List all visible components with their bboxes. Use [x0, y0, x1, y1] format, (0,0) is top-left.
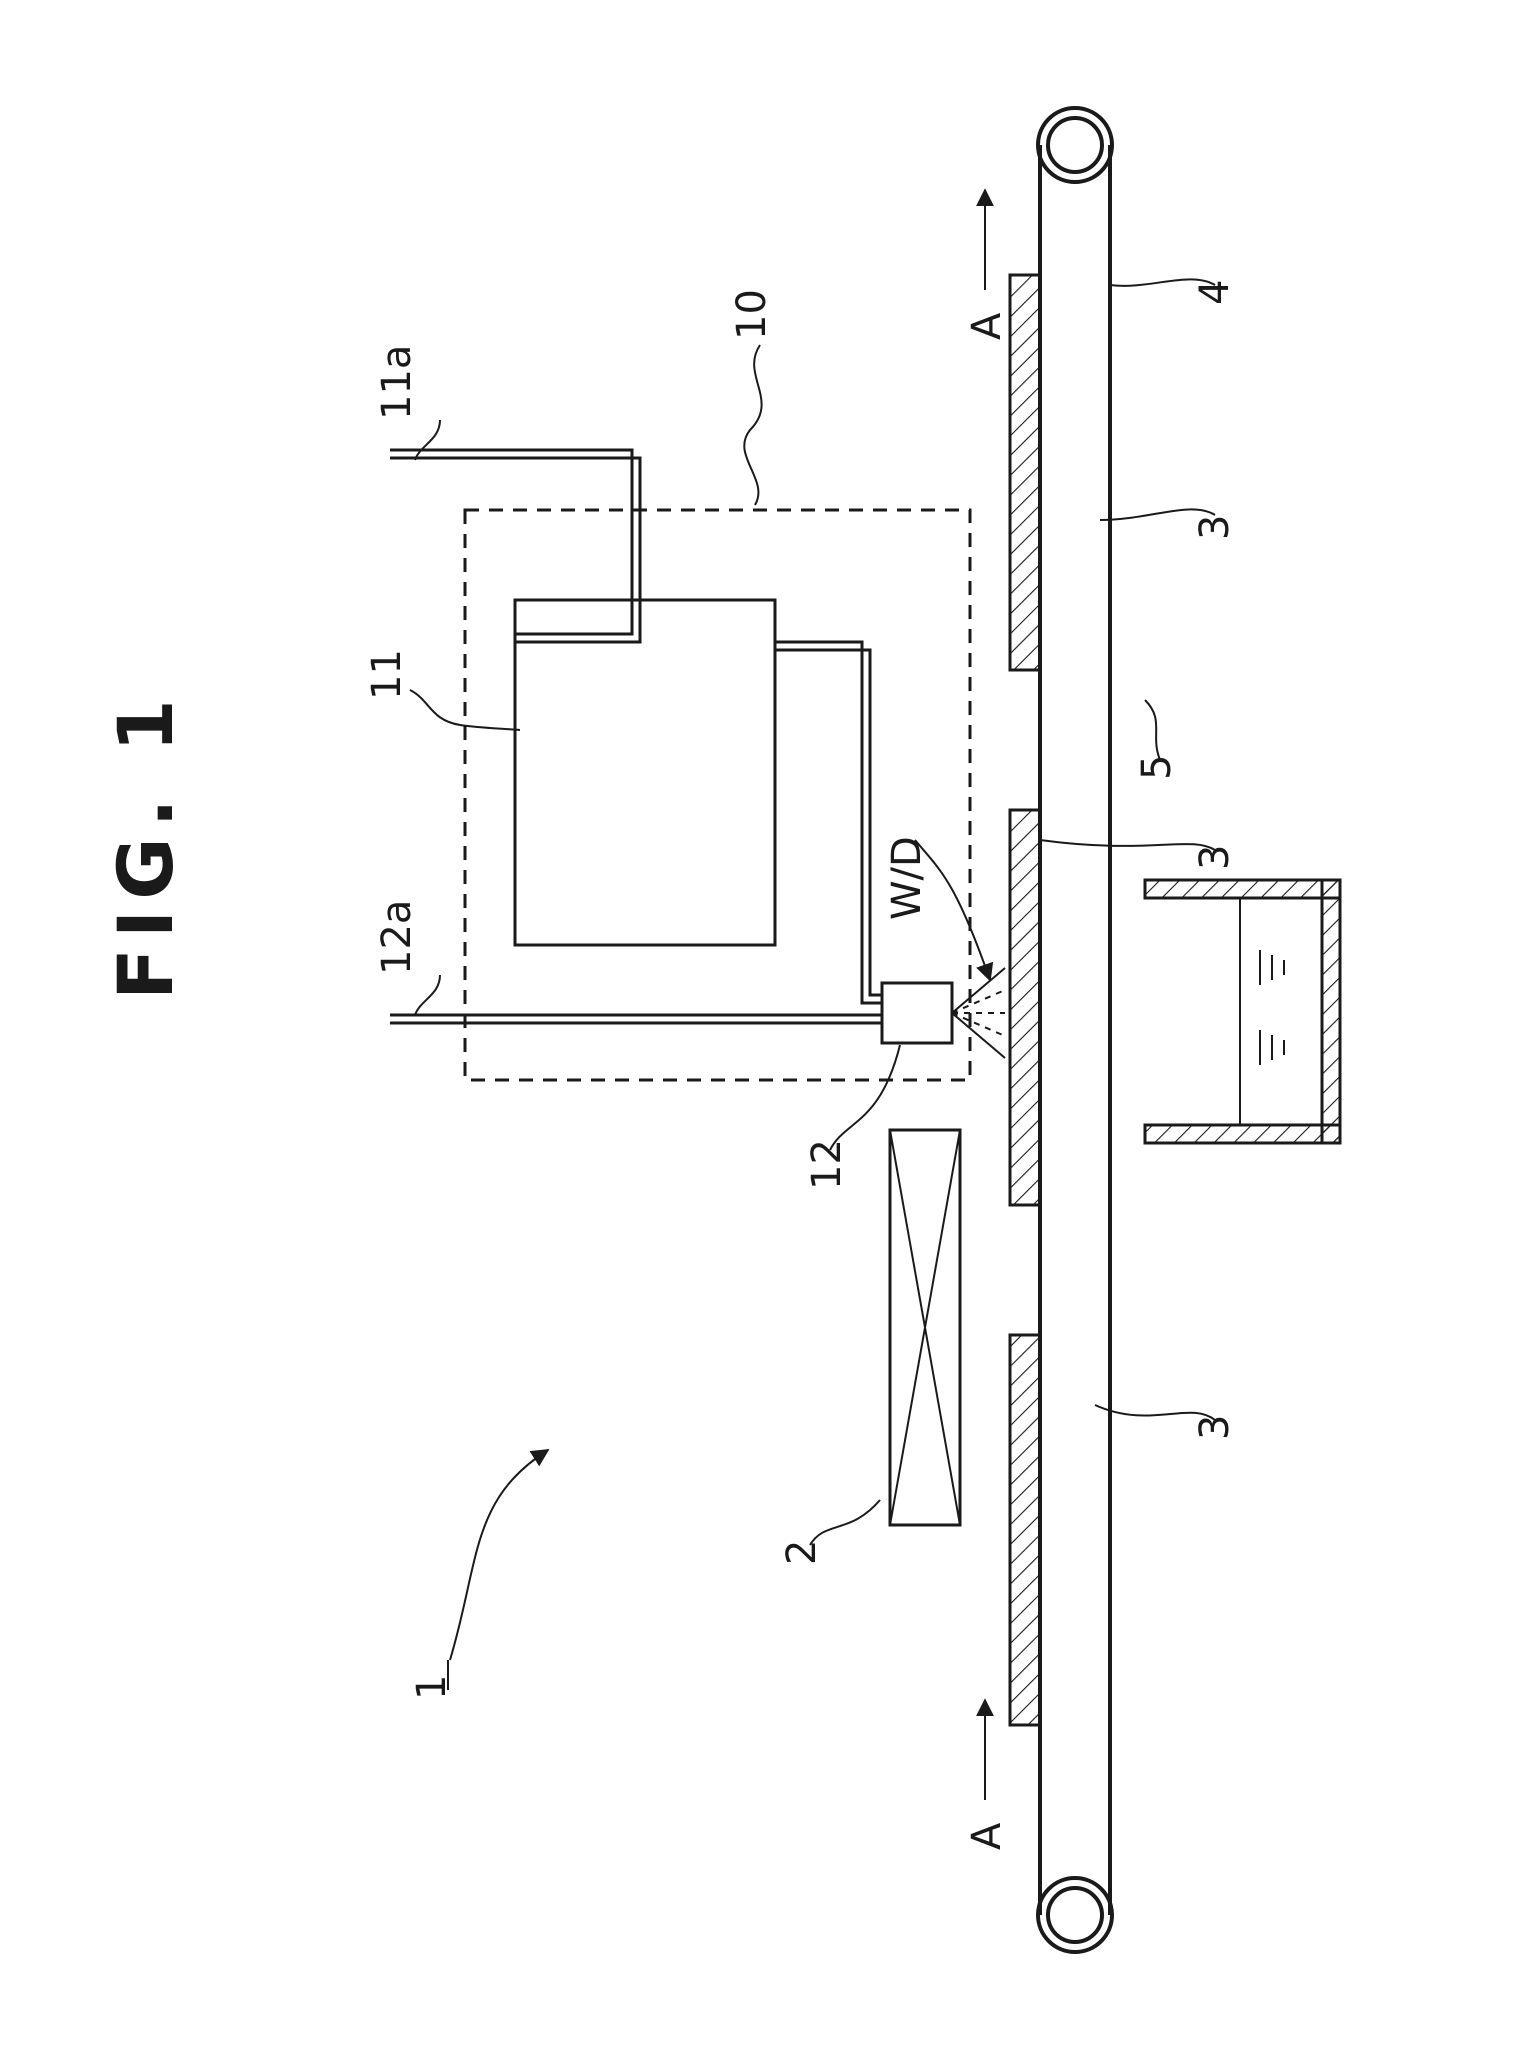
- label-conveyor: 4: [1192, 280, 1238, 305]
- tank-5: [1145, 880, 1340, 1143]
- figure-title: FIG. 1: [101, 689, 190, 1000]
- label-nozzle-12: 12: [804, 1139, 850, 1190]
- label-sheet-center: 3: [1192, 845, 1238, 870]
- label-arrow-a-right: A: [964, 312, 1010, 340]
- pipe-11-to-12: [775, 650, 882, 995]
- label-box-11: 11: [364, 649, 410, 700]
- label-dashed-unit: 10: [729, 289, 775, 340]
- label-pipe-11a: 11a: [374, 345, 420, 420]
- conveyor-belt: [1038, 108, 1112, 1952]
- nozzle-12: [882, 983, 952, 1043]
- dashed-enclosure-10: [465, 510, 970, 1080]
- sheet-3-right: [1010, 275, 1040, 670]
- label-spray: W/D: [884, 836, 930, 920]
- sheet-3-center: [1010, 810, 1040, 1205]
- spray-cone: [952, 968, 1005, 1058]
- unit-2-box: [890, 1130, 960, 1525]
- label-sheet-right: 3: [1192, 515, 1238, 540]
- box-11: [515, 600, 775, 945]
- leader-lines: [410, 279, 1215, 1660]
- label-pipe-12a: 12a: [374, 900, 420, 975]
- label-sheet-left: 3: [1192, 1415, 1238, 1440]
- label-tank: 5: [1134, 755, 1180, 780]
- label-unit-2: 2: [779, 1540, 825, 1565]
- sheet-3-left: [1010, 1335, 1040, 1725]
- label-arrow-a-left: A: [964, 1822, 1010, 1850]
